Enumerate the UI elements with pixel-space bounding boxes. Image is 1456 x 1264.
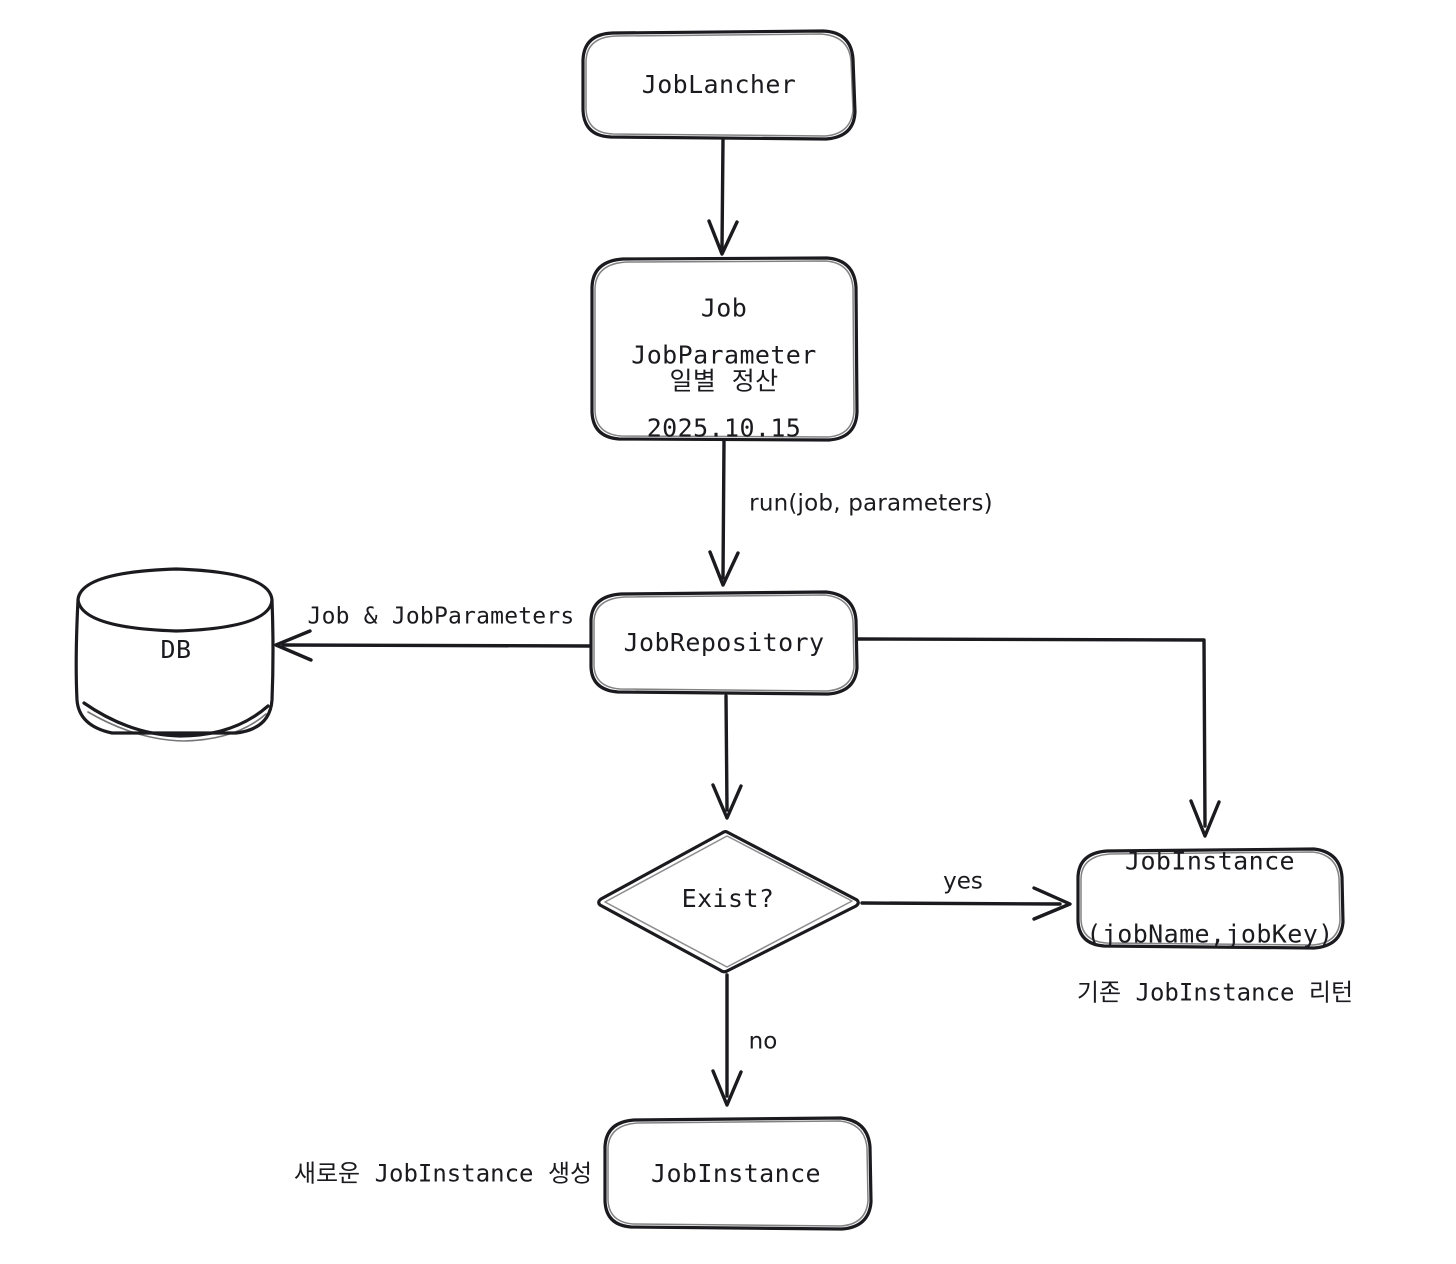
edge-job-to-repository — [708, 439, 740, 587]
edge-repository-to-decision — [711, 694, 743, 820]
node-job-shape[interactable] — [590, 256, 859, 442]
node-joblancher-shape[interactable] — [581, 29, 857, 141]
node-jobinstance-existing-shape[interactable] — [1076, 847, 1345, 950]
edge-decision-yes — [860, 886, 1072, 921]
node-db-shape[interactable] — [74, 567, 275, 742]
node-jobinstance-new-shape[interactable] — [603, 1116, 873, 1231]
edge-repository-to-jobinstance-existing — [856, 637, 1221, 838]
node-jobrepository-shape[interactable] — [589, 590, 859, 696]
edge-decision-no — [711, 973, 743, 1107]
edge-lancher-to-job — [707, 138, 739, 256]
node-exist-shape[interactable] — [597, 830, 860, 974]
edge-repository-to-db — [274, 629, 591, 662]
